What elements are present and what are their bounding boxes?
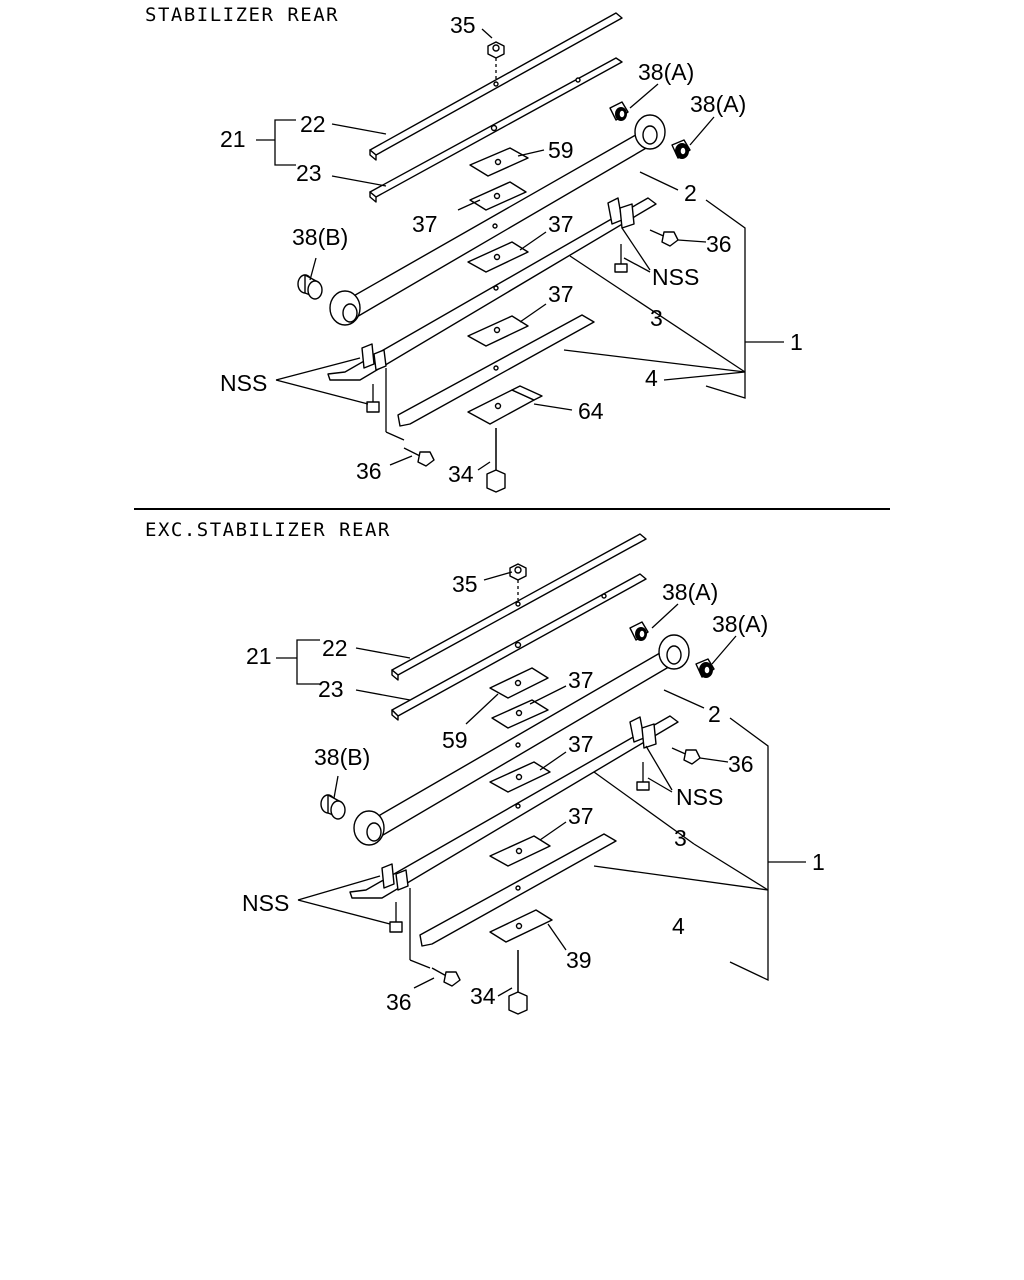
bolt-36b-drawing	[431, 967, 461, 987]
leader-lines	[276, 571, 806, 997]
bolt-36b-drawing	[403, 447, 435, 467]
nut-35-drawing	[487, 41, 505, 87]
label-nss-1: NSS	[652, 264, 699, 290]
label-38b: 38(B)	[314, 744, 370, 770]
callout-labels: 35 38(A) 38(A) 22 21 23 59 2 37 37 36 38…	[220, 12, 803, 487]
pad-59-drawing	[469, 147, 529, 177]
pad-37c-drawing	[489, 835, 551, 867]
label-4: 4	[672, 913, 685, 939]
bushing-38b-drawing	[297, 274, 323, 300]
label-35: 35	[450, 12, 476, 38]
bushing-38a-2-drawing	[671, 139, 691, 159]
label-22: 22	[300, 111, 326, 137]
pad-37a-drawing	[491, 699, 549, 729]
label-35: 35	[452, 571, 478, 597]
leaf-22-drawing	[391, 533, 647, 681]
pad-59-drawing	[489, 667, 549, 699]
label-1: 1	[790, 329, 803, 355]
label-59: 59	[442, 727, 468, 753]
label-21: 21	[220, 126, 246, 152]
label-37a: 37	[568, 667, 594, 693]
pad-37b-drawing	[467, 241, 529, 273]
label-37b: 37	[548, 211, 574, 237]
nss-screw-1-drawing	[614, 244, 628, 273]
bolt-36a-drawing	[649, 229, 679, 247]
label-21: 21	[246, 643, 272, 669]
label-2: 2	[708, 701, 721, 727]
section-title: STABILIZER REAR	[145, 4, 339, 26]
label-36a: 36	[706, 231, 732, 257]
section-title: EXC.STABILIZER REAR	[145, 519, 391, 541]
label-3: 3	[674, 825, 687, 851]
label-2: 2	[684, 180, 697, 206]
label-3: 3	[650, 305, 663, 331]
label-34: 34	[470, 983, 496, 1009]
label-4: 4	[645, 365, 658, 391]
bushing-38a-1-drawing	[629, 621, 649, 641]
bolt-36a-drawing	[671, 747, 701, 765]
label-39: 39	[566, 947, 592, 973]
label-59: 59	[548, 137, 574, 163]
bushing-38a-1-drawing	[609, 101, 629, 121]
label-37c: 37	[548, 281, 574, 307]
label-1: 1	[812, 849, 825, 875]
leaf-4-drawing	[419, 833, 617, 947]
label-nss-2: NSS	[220, 370, 267, 396]
leaf-3-drawing	[327, 197, 657, 441]
nss-screw-2-drawing	[366, 384, 380, 413]
label-36a: 36	[728, 751, 754, 777]
nss-screw-2-drawing	[389, 902, 403, 933]
label-37a: 37	[412, 211, 438, 237]
label-64: 64	[578, 398, 604, 424]
plate-39-drawing	[489, 909, 553, 943]
section-exc-stabilizer-rear: EXC.STABILIZER REAR	[145, 519, 825, 1015]
section-stabilizer-rear: STABILIZER REAR	[145, 4, 803, 493]
label-38a-1: 38(A)	[638, 59, 694, 85]
label-nss-1: NSS	[676, 784, 723, 810]
label-38a-2: 38(A)	[712, 611, 768, 637]
pad-37a-drawing	[469, 181, 527, 211]
bushing-38b-drawing	[320, 794, 346, 820]
pad-37c-drawing	[467, 315, 529, 347]
bolt-34-drawing	[508, 950, 528, 1015]
label-38a-2: 38(A)	[690, 91, 746, 117]
nss-screw-1-drawing	[636, 762, 650, 791]
callout-labels: 35 38(A) 38(A) 22 21 23 37 59 2 37 36 38…	[242, 571, 825, 1015]
label-38a-1: 38(A)	[662, 579, 718, 605]
label-34: 34	[448, 461, 474, 487]
nut-35-drawing	[509, 563, 527, 607]
pad-37b-drawing	[489, 761, 551, 793]
leaf-2-drawing	[329, 114, 666, 326]
label-38b: 38(B)	[292, 224, 348, 250]
plate-64-drawing	[467, 385, 543, 425]
label-nss-2: NSS	[242, 890, 289, 916]
label-36b: 36	[386, 989, 412, 1015]
label-22: 22	[322, 635, 348, 661]
leaf-3-drawing	[349, 715, 679, 969]
leaf-4-drawing	[397, 314, 595, 427]
leaf-23-drawing	[391, 573, 647, 721]
leaf-23-drawing	[369, 57, 623, 203]
label-36b: 36	[356, 458, 382, 484]
label-23: 23	[296, 160, 322, 186]
label-23: 23	[318, 676, 344, 702]
leader-lines	[256, 28, 784, 471]
bolt-34-drawing	[486, 428, 506, 493]
label-37b: 37	[568, 731, 594, 757]
bushing-38a-2-drawing	[695, 658, 715, 678]
leaf-2-drawing	[353, 634, 690, 846]
label-37c: 37	[568, 803, 594, 829]
